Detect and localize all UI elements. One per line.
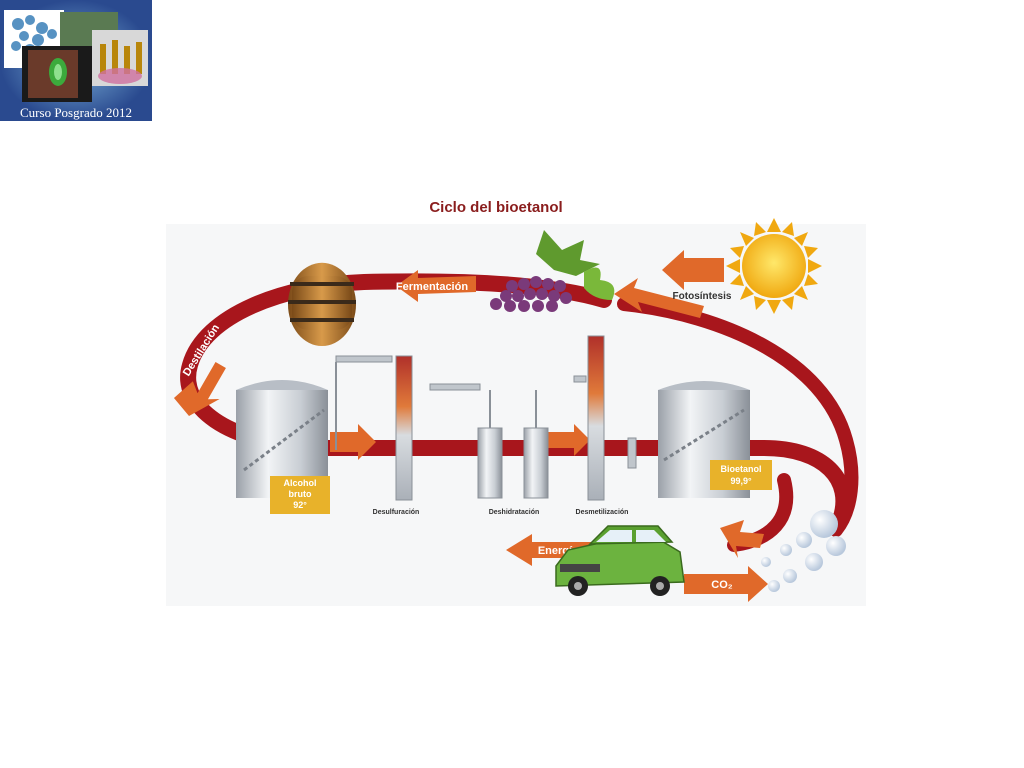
grapes-icon (490, 230, 615, 312)
demethylation-label: Desmetilización (576, 509, 629, 516)
bubbles-icon (761, 510, 846, 592)
logo-caption: Curso Posgrado 2012 (20, 105, 132, 120)
fermentation-arrow (396, 270, 476, 302)
to-car-arrow (720, 520, 764, 558)
co2-arrow (684, 566, 768, 602)
bioethanol-line-2: 99,9° (730, 476, 752, 486)
dehydration-label: Deshidratación (489, 509, 540, 516)
flow-arrow-2 (548, 424, 590, 456)
dehydration-units (429, 383, 549, 499)
raw-alcohol-tank (236, 380, 330, 514)
photosynthesis-label: Fotosíntesis (673, 291, 732, 302)
photosynthesis-arrow (662, 250, 724, 290)
raw-alcohol-line-1: Alcohol (284, 478, 317, 488)
sun-icon (726, 218, 822, 314)
logo-collage-image (0, 0, 152, 121)
demethylation-column (573, 335, 637, 501)
raw-alcohol-line-2: bruto (289, 489, 312, 499)
car-icon (555, 525, 685, 596)
raw-alcohol-line-3: 92° (293, 500, 307, 510)
diagram-canvas: Ciclo del bioetanol Fermentación Destila… (166, 199, 866, 606)
co2-label: CO₂ (711, 579, 733, 591)
desulfurization-label: Desulfuración (373, 509, 420, 516)
wine-barrel-icon (288, 262, 356, 346)
flow-arrow-1 (330, 424, 376, 460)
desulfurization-column (335, 355, 413, 501)
distillation-arrow (173, 362, 226, 416)
sun-to-plant-arrow (614, 278, 704, 318)
bioethanol-tank (658, 381, 772, 498)
fermentation-label: Fermentación (396, 281, 468, 293)
course-logo: Curso Posgrado 2012 (0, 0, 152, 121)
cycle-band-right (617, 297, 859, 537)
diagram-title: Ciclo del bioetanol (429, 199, 562, 216)
bioethanol-cycle-diagram: Ciclo del bioetanol Fermentación Destila… (164, 190, 868, 608)
bioethanol-line-1: Bioetanol (720, 464, 761, 474)
